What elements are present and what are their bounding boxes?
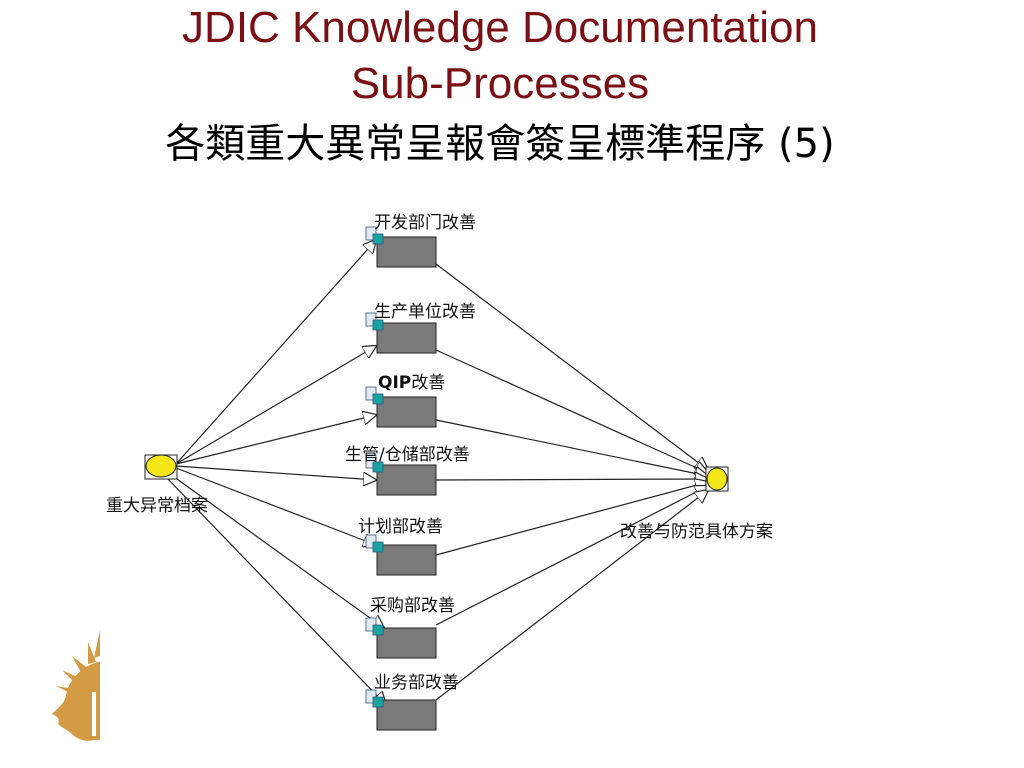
step-label-text: 生管/仓储部改善 [345,445,470,465]
document-plus-icon [365,454,384,473]
target-node[interactable]: 改善与防范具体方案 [620,466,773,542]
step-node-4[interactable]: 生管/仓储部改善 [345,445,470,496]
step-box [376,396,437,428]
step-label: 业务部改善 [374,673,459,693]
step-label: 生产单位改善 [374,302,476,322]
step-label-text: 改善 [411,373,445,393]
source-node[interactable]: 重大异常档案 [106,454,208,516]
title-line-2: Sub-Processes [350,59,650,108]
step-label: 计划部改善 [358,517,443,537]
title-suffix: (5) [778,121,835,167]
step-box [376,464,437,496]
step-label-text: 计划部改善 [358,517,443,537]
title-cjk-text: 各類重大異常呈報會簽呈標準程序 [165,121,766,167]
edge-source-step-6 [169,473,384,628]
title-line-3: 各類重大異常呈報會簽呈標準程序 (5) [0,114,1000,174]
step-box [376,322,437,354]
step-label-text: 采购部改善 [370,596,455,616]
step-label-text: 生产单位改善 [374,302,476,322]
document-plus-icon [365,617,384,636]
edge-source-step-1 [175,240,376,465]
edge-source-step-4 [175,465,376,480]
step-node-2[interactable]: 生产单位改善 [365,302,476,354]
edge-step-2-target [435,349,708,473]
step-node-3[interactable]: QIP改善 [365,373,445,428]
source-label: 重大异常档案 [106,496,208,516]
step-label: QIP改善 [378,373,445,393]
step-label-bold: QIP [378,373,411,393]
step-node-6[interactable]: 采购部改善 [365,596,455,659]
edge-step-1-target [435,263,708,470]
edges-out [435,263,708,701]
yellow-circle-icon [145,454,177,478]
document-plus-icon [365,534,384,553]
edge-source-step-7 [165,476,386,705]
document-plus-icon [365,689,384,708]
edge-source-step-3 [175,415,376,465]
step-node-1[interactable]: 开发部门改善 [365,213,476,268]
edge-step-3-target [435,419,708,476]
edge-source-step-2 [175,346,376,465]
title-block: JDIC Knowledge Documentation Sub-Process… [0,0,1000,174]
edge-step-7-target [435,490,708,701]
target-label: 改善与防范具体方案 [620,522,773,542]
document-plus-icon [365,226,384,245]
edge-step-4-target [435,479,708,480]
step-label: 采购部改善 [370,596,455,616]
step-box [376,236,437,268]
edges-in [165,240,386,705]
step-label: 开发部门改善 [374,213,476,233]
yellow-circle-icon [706,467,728,491]
step-box [376,627,437,659]
edge-step-6-target [435,486,708,626]
step-node-5[interactable]: 计划部改善 [358,517,443,576]
step-node-7[interactable]: 业务部改善 [365,673,459,731]
native-chief-head-logo [52,630,100,741]
step-box [376,699,437,731]
document-plus-icon [365,386,384,405]
step-label: 生管/仓储部改善 [345,445,470,465]
step-label-text: 业务部改善 [374,673,459,693]
step-label-text: 开发部门改善 [374,213,476,233]
edge-source-step-5 [175,467,376,545]
step-box [376,544,437,576]
title-line-1: JDIC Knowledge Documentation [182,3,818,52]
document-plus-icon [365,312,384,331]
edge-step-5-target [435,482,708,556]
